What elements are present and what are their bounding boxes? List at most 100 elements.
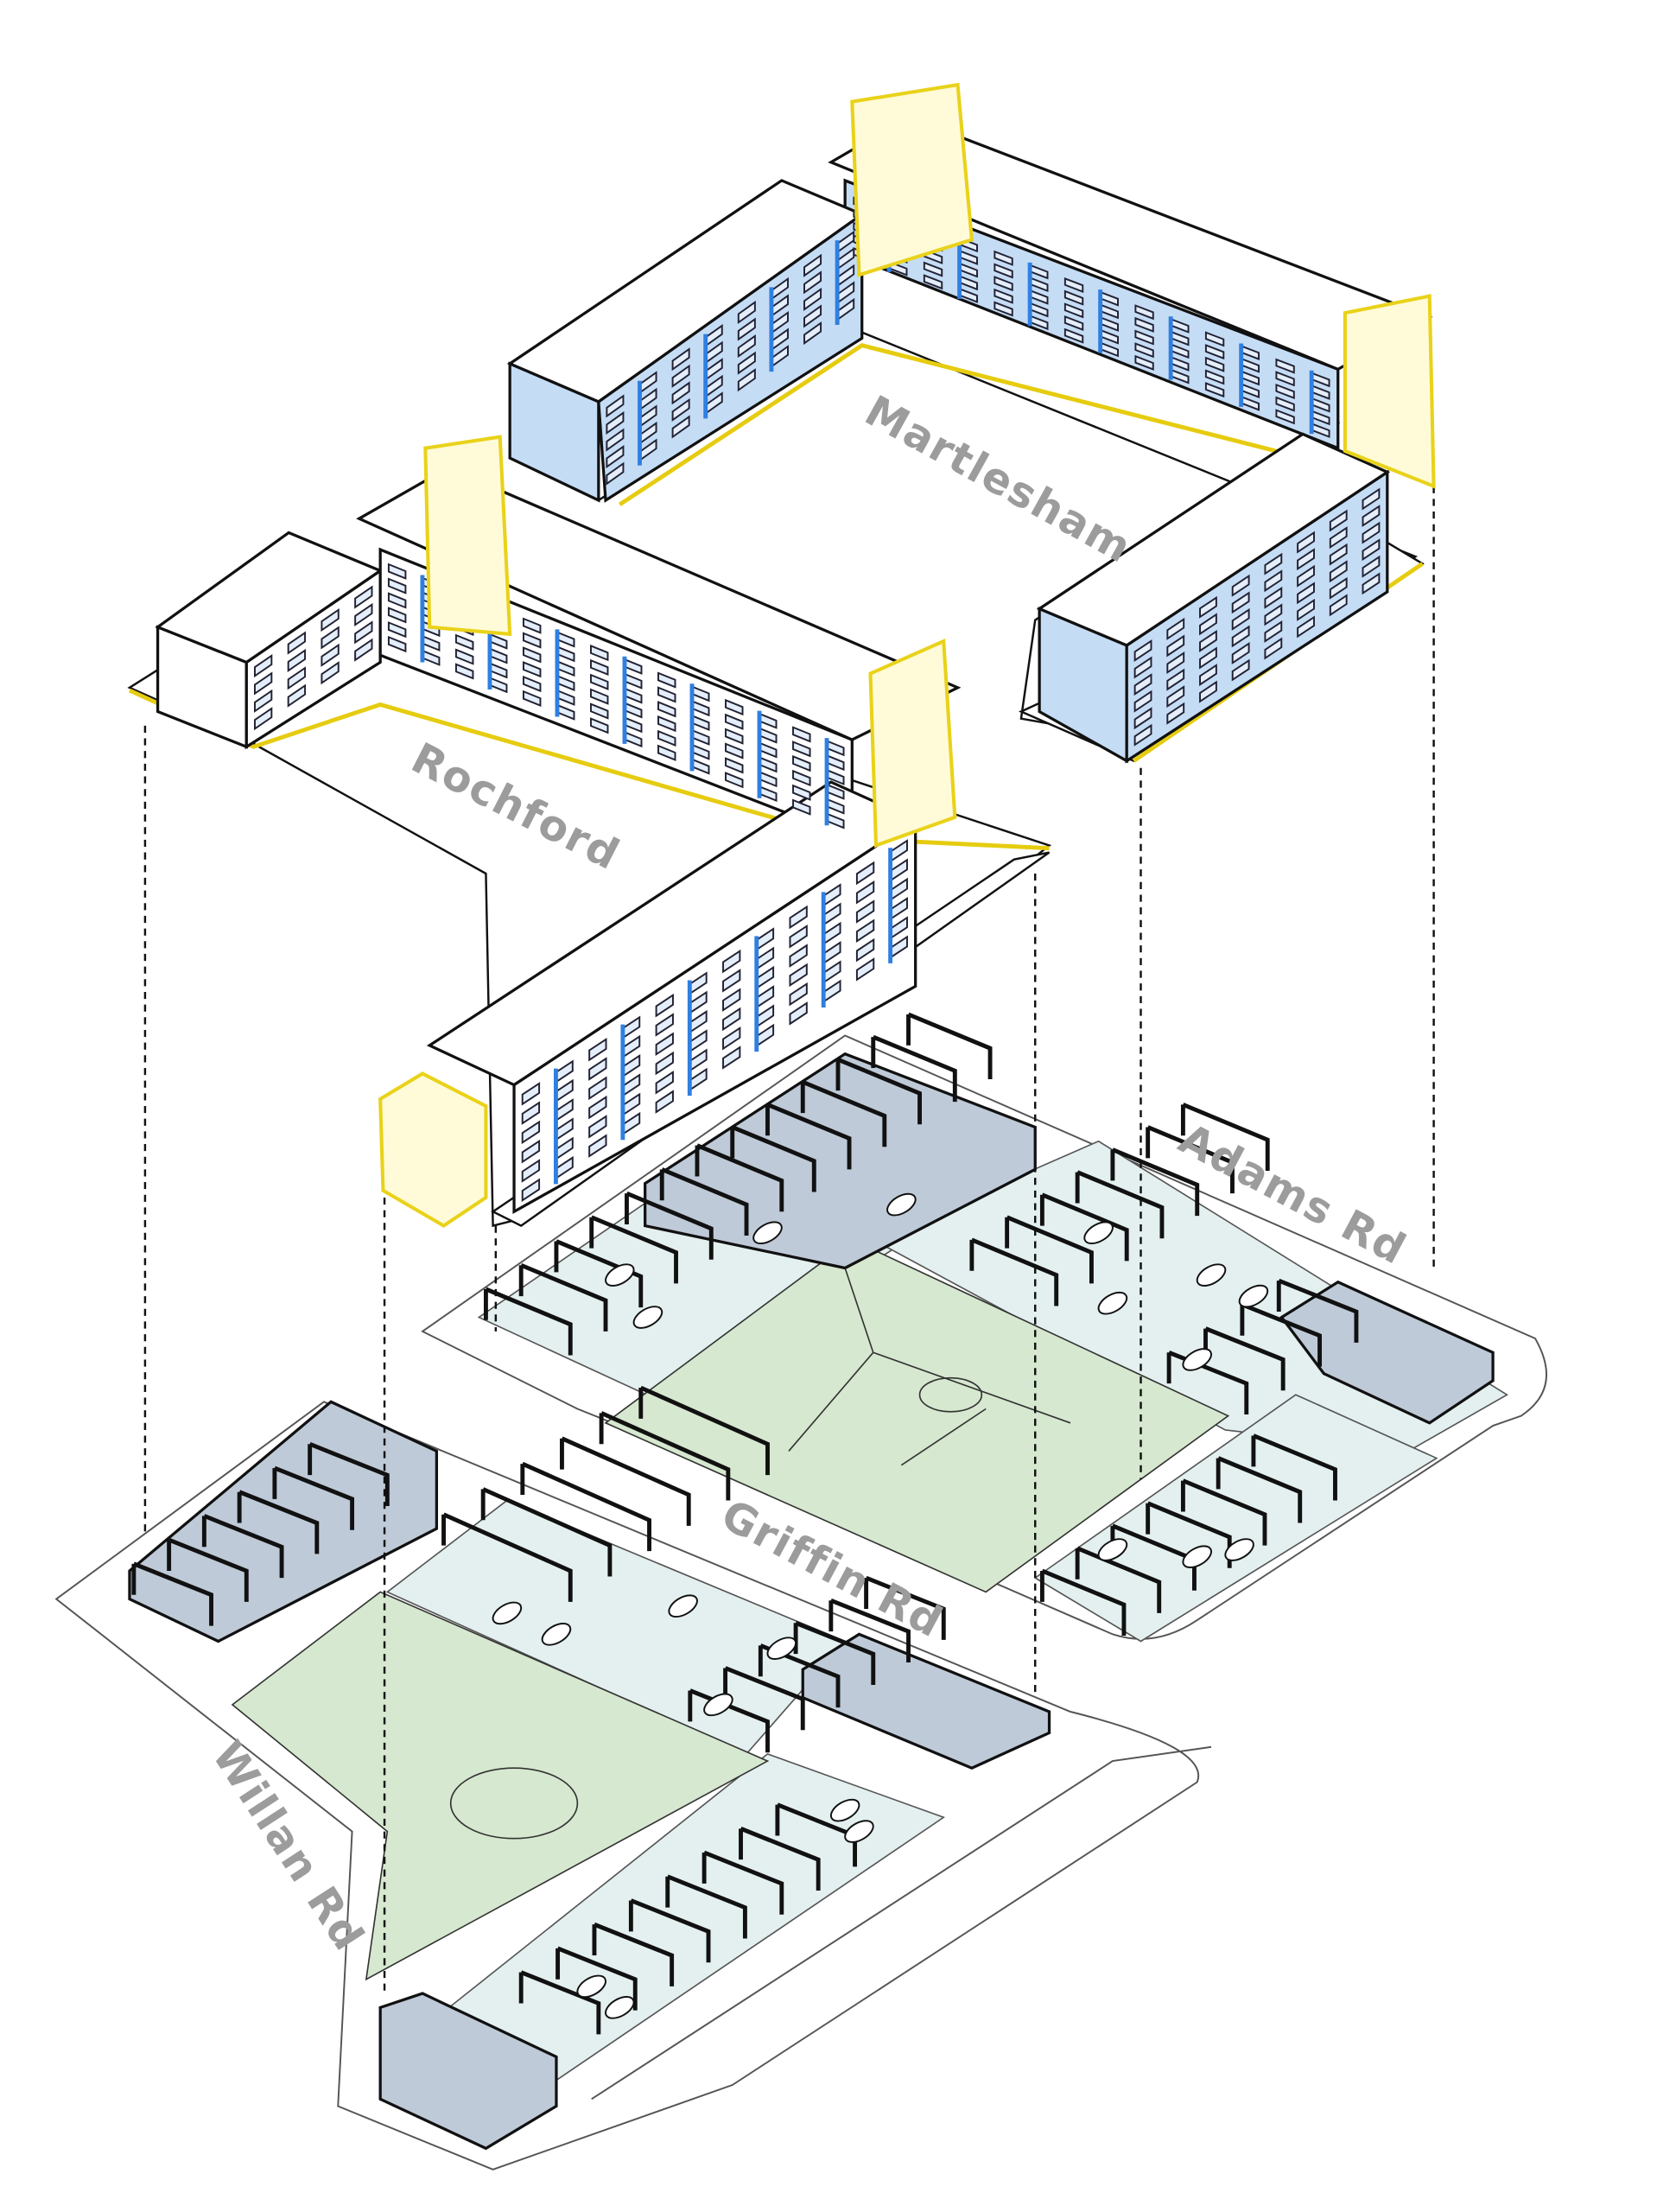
window [792,784,811,801]
window [606,428,625,452]
window [321,626,340,650]
carport-frame [695,1143,784,1212]
martlesham-east-roof [1036,432,1391,647]
window [606,461,625,486]
window [1297,598,1315,621]
car [752,1221,783,1245]
window [588,1095,607,1120]
window [1199,595,1217,619]
window [588,1037,607,1062]
window [253,671,273,696]
window [1134,304,1154,321]
window [789,1001,808,1026]
window [923,274,943,290]
window [1133,690,1152,713]
car [1097,1538,1128,1561]
window [1063,277,1084,293]
window [1264,586,1283,609]
window [321,661,340,685]
window [1133,639,1152,662]
carport-frame [1180,1103,1270,1171]
carport-frame [441,1512,573,1602]
window [855,880,875,905]
window [1329,560,1348,583]
window [722,1046,741,1070]
window [671,397,690,422]
window [1264,620,1283,643]
window [1329,594,1348,617]
window [521,1082,541,1106]
parked-cars [492,1192,1269,2019]
carport-frame [167,1537,249,1602]
window [1297,548,1315,571]
window [522,617,542,634]
window [287,683,307,708]
window [725,772,744,789]
window [1297,582,1315,605]
car [605,1263,635,1287]
window [454,648,474,665]
carport-frame [237,1490,320,1554]
carport-frame [1146,1125,1235,1194]
car [886,1192,917,1217]
window [1297,615,1315,639]
window [1063,289,1084,306]
window [657,686,676,703]
carport-frame [1251,1433,1337,1501]
carport-frame [1240,1302,1322,1367]
window [1204,356,1225,372]
window [589,717,609,734]
carport-frame [1276,1278,1359,1343]
window [803,304,822,328]
window [287,648,307,673]
window [671,364,690,388]
window [737,300,756,325]
window [803,270,822,295]
window [521,1139,541,1164]
window [725,742,744,760]
road-edge [591,1745,1212,2101]
window [1231,625,1250,648]
window [671,415,690,439]
carport-frame [554,1239,644,1308]
window [994,263,1013,279]
car [1224,1538,1254,1561]
window [606,445,625,469]
window [1329,576,1348,600]
window [253,707,273,731]
block-adams-corner [1279,1280,1495,1425]
carport-frame [628,1898,711,1963]
window [1204,382,1225,398]
lawn-paths-north [788,1268,1071,1466]
window [606,394,625,418]
lawn-feature-circle [918,1376,983,1413]
window [855,957,875,982]
window [1362,521,1381,544]
lawn-north [604,1238,1230,1593]
martlesham-slab-edge [618,343,1332,506]
window [1204,344,1225,360]
window [1231,642,1250,664]
carport-frame [560,1436,691,1526]
window [1264,569,1283,593]
window [354,638,373,662]
carport-frame [201,1514,284,1579]
window [287,666,307,690]
window [1166,634,1185,658]
window [1329,543,1348,566]
window [1275,358,1295,374]
window [855,938,875,963]
window [923,261,943,277]
window [1362,487,1381,511]
rochford-core-south [378,1071,488,1228]
carport-frame [1039,1568,1127,1636]
window [792,741,811,758]
window [725,728,744,745]
carport-frame [1039,1192,1129,1262]
carport-frame [272,1465,355,1530]
carport-frame [730,1125,816,1192]
window [1166,685,1185,709]
window [1275,409,1295,425]
carport-frame [638,1385,770,1476]
